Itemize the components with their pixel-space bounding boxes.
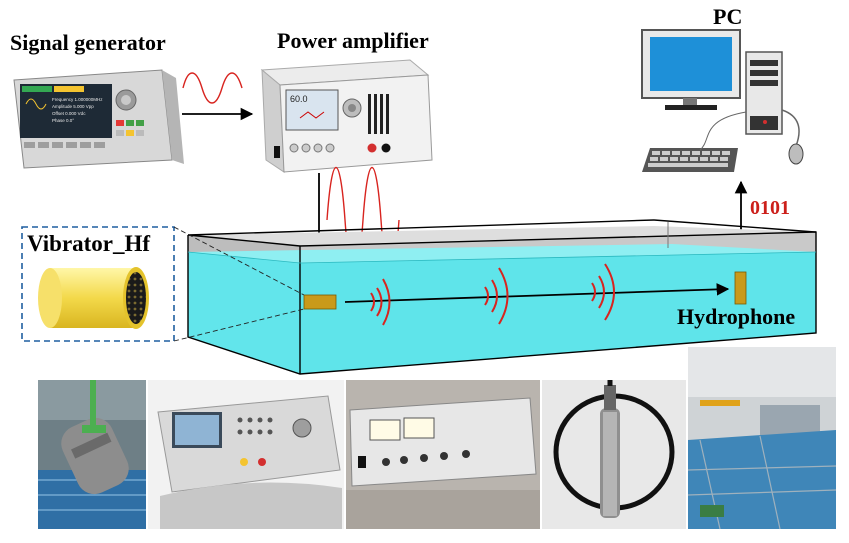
sg-row-3: Offset 0.000 Vdc — [52, 111, 86, 116]
pc-illustration — [641, 29, 804, 172]
sine-wave-small — [182, 72, 243, 104]
label-hydrophone: Hydrophone — [677, 304, 796, 329]
transducer-source — [303, 294, 337, 310]
photo-power-amplifier — [346, 380, 540, 529]
photo-test-facility — [687, 347, 837, 530]
photo-hydrophone — [542, 380, 686, 529]
power-amplifier-device: 60.0 — [260, 59, 433, 173]
vibrator-cylinder — [38, 267, 149, 329]
label-pc: PC — [713, 4, 743, 29]
inset-connector-bottom — [173, 308, 305, 342]
sg-row-1: Frequency 1.000000MHz — [52, 97, 103, 102]
pa-display-value: 60.0 — [290, 94, 308, 104]
sg-row-4: Phase 0.0° — [52, 118, 74, 123]
label-signal-generator: Signal generator — [10, 30, 166, 55]
label-vibrator: Vibrator_Hf — [27, 231, 151, 256]
propagation-arrow — [344, 283, 730, 303]
water-tank — [187, 219, 817, 375]
hydrophone-device — [734, 271, 747, 305]
photo-vibrator-hoisted — [38, 380, 146, 529]
signal-generator-device: Frequency 1.000000MHz Amplitude 5.000 Vp… — [13, 69, 184, 169]
label-data-bits: 0101 — [750, 197, 790, 219]
photo-signal-generator — [148, 380, 344, 529]
sg-row-2: Amplitude 5.000 Vpp — [52, 104, 94, 109]
inset-connector-top — [173, 226, 305, 296]
acoustic-wavefronts — [370, 263, 615, 326]
label-power-amplifier: Power amplifier — [277, 28, 429, 53]
